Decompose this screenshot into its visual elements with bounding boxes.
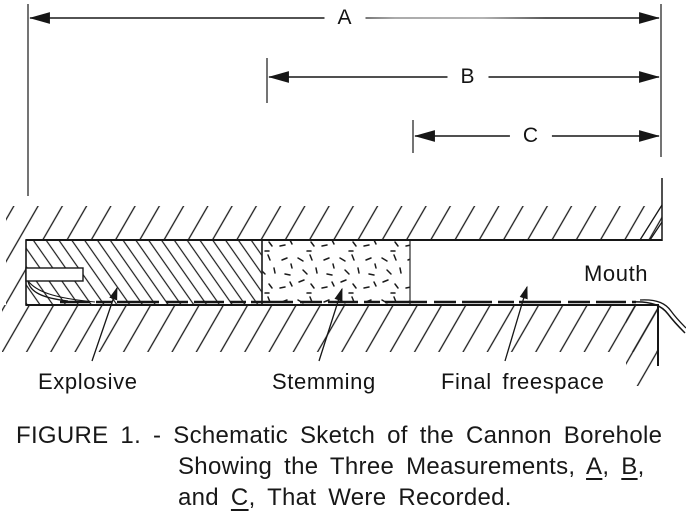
caption-comma-2: , [637, 453, 645, 480]
wire-toe-curve-2 [27, 280, 96, 303]
explosive-label: Explosive [38, 369, 138, 394]
caption-text-2: Showing the Three Measurements, [178, 453, 587, 480]
caption-text-1: FIGURE 1. - Schematic Sketch of the Cann… [16, 422, 663, 449]
caption-text-3: and [178, 484, 231, 511]
dimension-label-c: C [509, 124, 553, 148]
borehole-outline [26, 178, 663, 366]
caption-line-2: Showing the Three Measurements, A, B, [16, 451, 662, 482]
freespace-leader-arrow [504, 285, 528, 362]
primer-cartridge [25, 267, 84, 282]
freespace-label: Final freespace [441, 369, 605, 394]
caption-line-1: FIGURE 1. - Schematic Sketch of the Cann… [16, 420, 662, 451]
leader-arrows [91, 285, 528, 362]
rock-band-top [6, 206, 662, 240]
corner-hatch-1 [639, 204, 663, 241]
dimension-label-b: B [447, 65, 489, 89]
rock-toe-block [6, 240, 26, 306]
extension-lines [27, 4, 662, 196]
explosive-leader-arrow [91, 286, 118, 362]
measurement-b-ref: B [621, 453, 638, 480]
stemming-region [261, 239, 411, 306]
corner-hatch-2 [649, 221, 663, 241]
caption-text-4: , That Were Recorded. [248, 484, 512, 511]
measurement-a-ref: A [586, 453, 603, 480]
wire-mouth-curl-1 [631, 301, 686, 334]
wire-mouth-curl-2 [639, 299, 686, 329]
stemming-label: Stemming [272, 369, 376, 394]
dimension-label-a: A [324, 6, 366, 30]
measurement-c-ref: C [230, 484, 249, 511]
rock-corner-block [626, 305, 658, 386]
mouth-label: Mouth [584, 261, 649, 286]
figure-caption: FIGURE 1. - Schematic Sketch of the Cann… [16, 420, 662, 513]
dimension-lines [29, 12, 660, 142]
caption-comma-1: , [602, 453, 622, 480]
detonator-wire [27, 280, 686, 334]
stemming-leader-arrow [318, 287, 343, 362]
caption-line-3: and C, That Were Recorded. [16, 482, 662, 513]
wire-toe-curve-1 [27, 280, 69, 302]
